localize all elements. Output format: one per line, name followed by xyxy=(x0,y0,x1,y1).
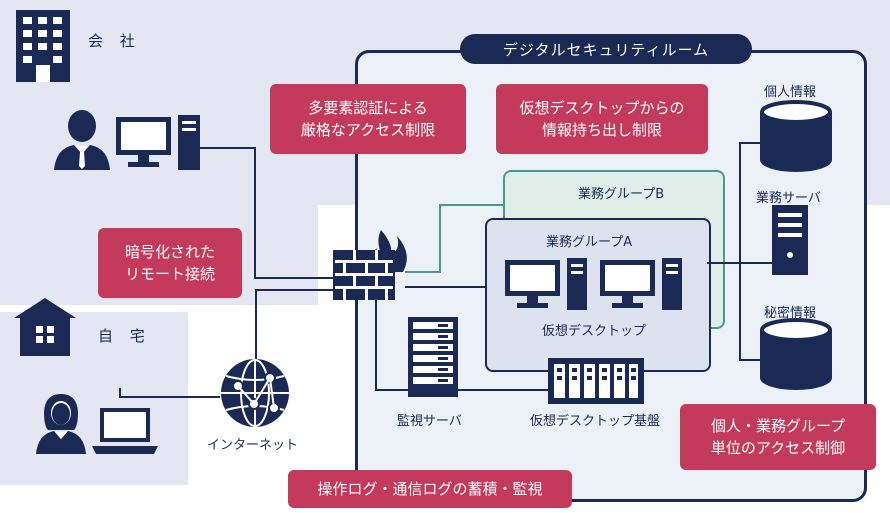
security-room-title: デジタルセキュリティルーム xyxy=(460,34,752,64)
encrypted-connection-callout: 暗号化された リモート接続 xyxy=(98,228,242,298)
internet-label: インターネット xyxy=(207,438,299,453)
secret-info-label: 秘密情報 xyxy=(764,306,817,321)
office-building-icon xyxy=(16,10,70,82)
office-label: 会 社 xyxy=(88,32,141,50)
business-server-icon xyxy=(772,205,808,275)
house-icon xyxy=(14,298,76,356)
home-label: 自 宅 xyxy=(98,327,151,345)
secret-info-database-icon xyxy=(760,318,832,390)
personal-info-database-icon xyxy=(760,100,832,172)
home-region-gap xyxy=(0,305,318,312)
internet-globe-icon xyxy=(221,359,289,427)
businesswoman-icon xyxy=(36,394,86,454)
office-desktop-pc-icon xyxy=(116,115,200,170)
monitor-server-icon xyxy=(408,317,458,397)
logging-callout: 操作ログ・通信ログの蓄積・監視 xyxy=(288,470,572,508)
access-control-callout: 個人・業務グループ 単位のアクセス制御 xyxy=(680,404,876,470)
monitor-server-label: 監視サーバ xyxy=(397,414,462,429)
group-b-label: 業務グループB xyxy=(578,187,665,202)
vdi-exfil-callout: 仮想デスクトップからの 情報持ち出し制限 xyxy=(496,84,708,154)
virtual-desktop-pc-icon xyxy=(600,258,682,310)
business-server-label: 業務サーバ xyxy=(756,191,821,206)
mfa-callout: 多要素認証による 厳格なアクセス制限 xyxy=(270,84,466,154)
personal-info-label: 個人情報 xyxy=(764,85,817,100)
vdi-label: 仮想デスクトップ xyxy=(542,324,647,339)
vdi-platform-label: 仮想デスクトップ基盤 xyxy=(530,414,661,429)
vdi-platform-icon xyxy=(548,358,644,404)
firewall-icon xyxy=(333,230,407,300)
businessman-icon xyxy=(54,110,110,170)
group-a-label: 業務グループA xyxy=(546,235,633,250)
laptop-icon xyxy=(92,408,158,454)
virtual-desktop-pc-icon xyxy=(505,258,587,310)
